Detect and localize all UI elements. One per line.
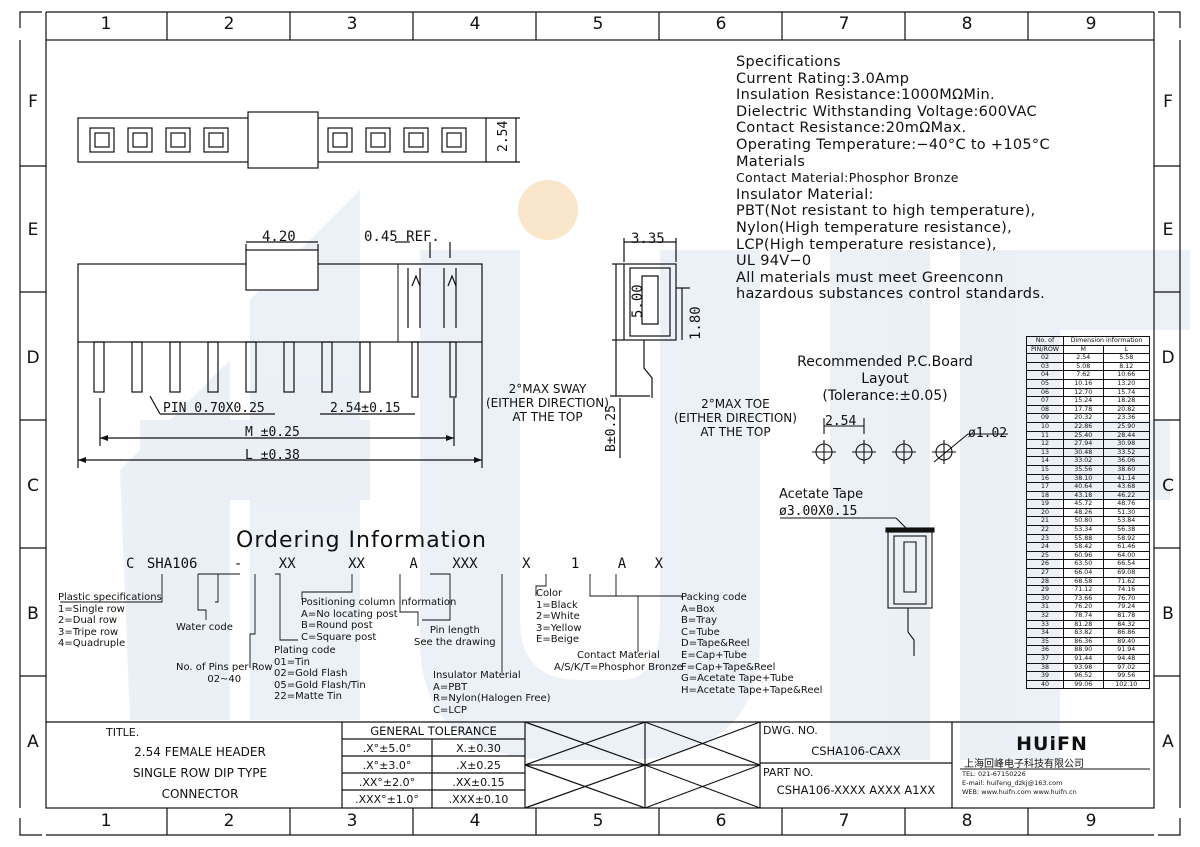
note-toe: 2°MAX TOE(EITHER DIRECTION)AT THE TOP [674, 397, 797, 439]
grid-col-6-bottom: 6 [715, 811, 727, 831]
grid-row-c: C [27, 476, 39, 496]
grid-row-f: F [28, 92, 38, 112]
note-sway: 2°MAX SWAY(EITHER DIRECTION)AT THE TOP [486, 382, 609, 424]
grid-col-8-bottom: 8 [961, 811, 973, 831]
grid-row-d: D [26, 348, 40, 368]
dim-pin-size: PIN 0.70X0.25 [163, 401, 265, 416]
grid-row-e: E [27, 220, 39, 240]
grid-col-7-bottom: 7 [838, 811, 850, 831]
grid-col-9-bottom: 9 [1085, 811, 1097, 831]
part-label: PART NO. [763, 766, 814, 779]
dim-width-420: 4.20 [262, 229, 296, 245]
grid-row-b: B [27, 604, 39, 624]
ordering-title: Ordering Information [236, 528, 487, 553]
order-water: Water code [176, 622, 233, 633]
grid-col-3-bottom: 3 [346, 811, 358, 831]
dimension-table: No. of Dimension information PIN/ROW M L… [1026, 336, 1151, 690]
part-number: CSHA106-XXXX AXXX A1XX [776, 783, 936, 797]
grid-row-a-right: A [1162, 732, 1174, 752]
company-rule [960, 768, 1150, 770]
grid-col-2-bottom: 2 [223, 811, 235, 831]
grid-row-e-right: E [1162, 220, 1174, 240]
dim-ref-045: 0.45 REF. [364, 229, 440, 245]
grid-col-1-bottom: 1 [100, 811, 112, 831]
grid-col-6: 6 [715, 14, 727, 34]
company-logo: HUiFN [1016, 733, 1088, 755]
grid-col-5: 5 [592, 14, 604, 34]
ordering-code: C SHA106 - XX XX A XXX X 1 A X [126, 556, 664, 572]
grid-row-c-right: C [1162, 476, 1174, 496]
watermark-dot [518, 180, 578, 240]
acetate-title: Acetate Tape [779, 487, 864, 502]
acetate-drawing [780, 517, 935, 656]
pcb-hole-layout [812, 418, 1008, 464]
grid-col-2: 2 [223, 14, 235, 34]
pcb-hole-size: ø1.02 [968, 426, 1008, 441]
dim-pitch: 2.54±0.15 [330, 401, 401, 416]
tolerance-header: GENERAL TOLERANCE [370, 724, 497, 738]
grid-row-b-right: B [1162, 604, 1174, 624]
side-view-drawing [610, 238, 690, 458]
grid-col-7: 7 [838, 14, 850, 34]
top-view-cavities [89, 127, 467, 153]
grid-col-9: 9 [1085, 14, 1097, 34]
ordering-leader-lines [60, 573, 683, 672]
grid-col-4: 4 [469, 14, 481, 34]
acetate-size: ø3.00X0.15 [779, 504, 858, 519]
company-name: 上海回峰电子科技有限公司 [964, 759, 1084, 770]
dim-l: L ±0.38 [245, 448, 300, 463]
grid-col-3: 3 [346, 14, 358, 34]
front-view-pins [93, 341, 457, 398]
dwg-number: CSHA106-CAXX [811, 744, 901, 758]
title-label: TITLE. [106, 726, 140, 739]
grid-row-f-right: F [1163, 92, 1173, 112]
grid-col-8: 8 [961, 14, 973, 34]
tolerance-linear: X.±0.30.X±0.25 .XX±0.15.XXX±0.10 [448, 742, 509, 806]
dwg-label: DWG. NO. [763, 724, 818, 737]
grid-row-a: A [27, 732, 39, 752]
front-view-drawing [77, 241, 483, 468]
dim-m: M ±0.25 [245, 425, 300, 440]
tolerance-angular: .X°±5.0°.X°±3.0° .XX°±2.0°.XXX°±1.0° [355, 742, 419, 806]
dim-side-335: 3.35 [631, 231, 665, 247]
top-view-drawing [77, 111, 520, 169]
grid-col-1: 1 [100, 14, 112, 34]
pcb-pitch: 2.54 [825, 414, 857, 429]
grid-row-d-right: D [1161, 348, 1175, 368]
grid-col-4-bottom: 4 [469, 811, 481, 831]
grid-col-5-bottom: 5 [592, 811, 604, 831]
